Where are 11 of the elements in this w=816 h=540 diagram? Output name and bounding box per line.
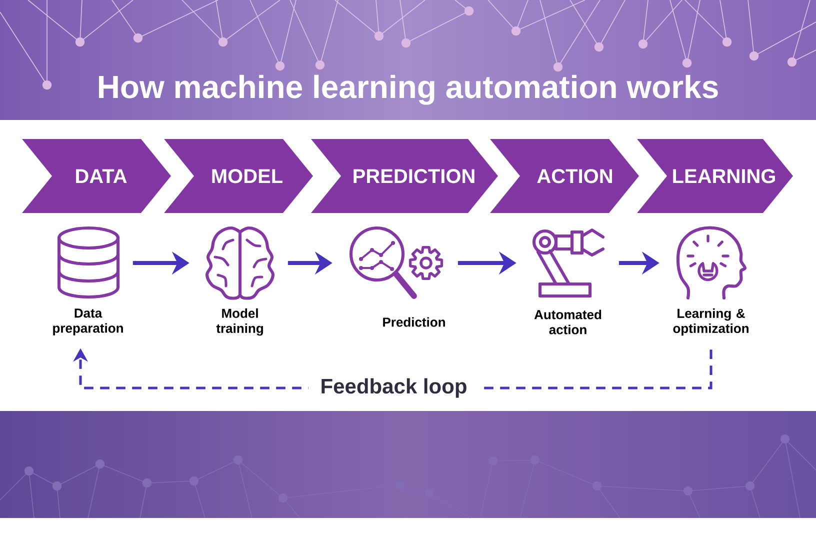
step-label: Automated action [534, 310, 602, 334]
step-label: Learning & optimization [673, 308, 748, 336]
step-label: Prediction [383, 317, 445, 327]
step-label: Model training [216, 308, 263, 336]
edge-label: Feedback loop [308, 376, 480, 400]
stage-banner: MODEL [164, 139, 313, 213]
stage-banner: ACTION [490, 139, 639, 213]
stage-banner: LEARNING [637, 139, 793, 213]
step-label: Data preparation [53, 308, 123, 336]
stage-banner: PREDICTION [311, 139, 498, 213]
stage-banner: DATA [22, 139, 171, 213]
